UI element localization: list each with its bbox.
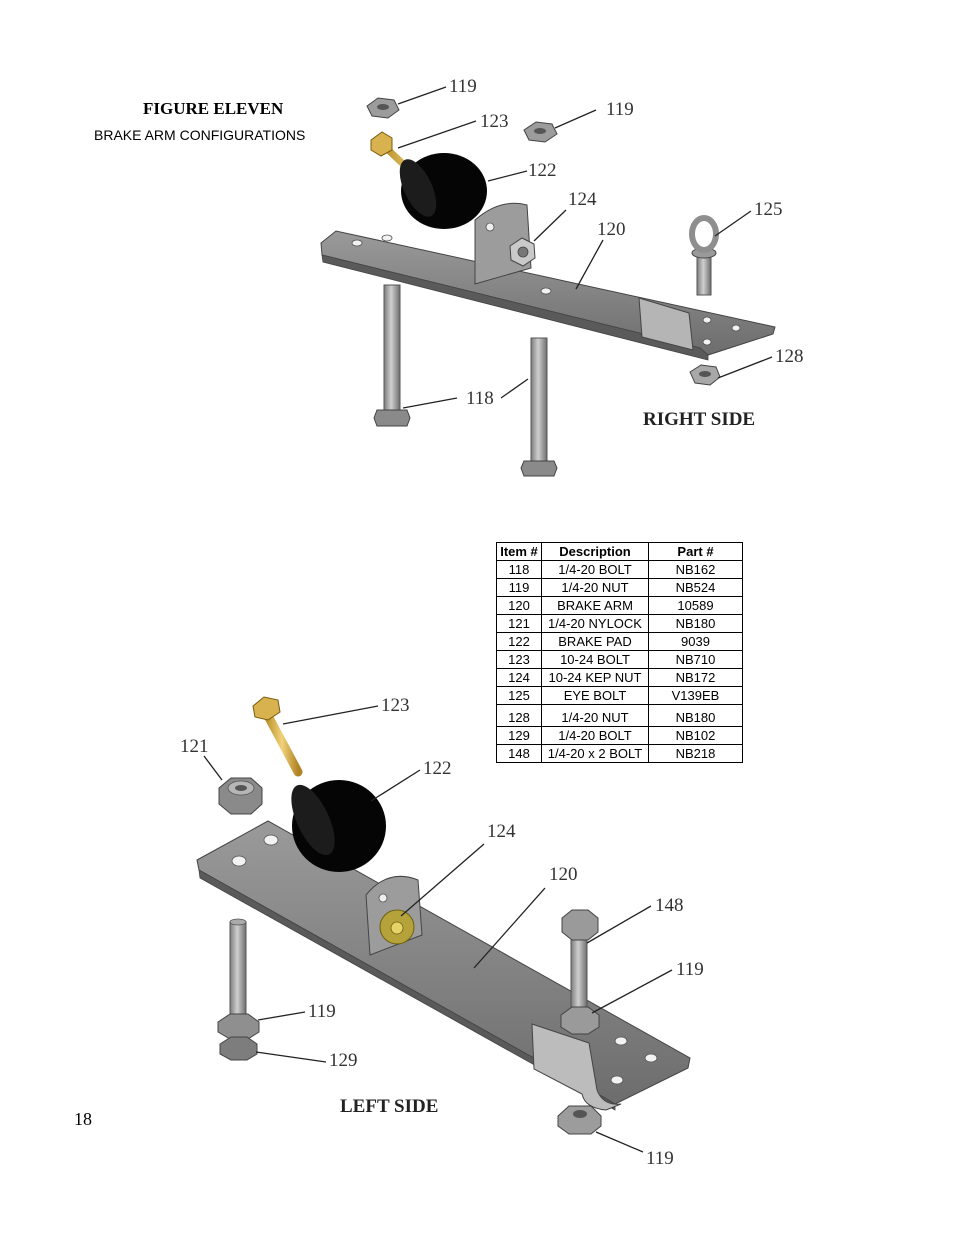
cell-item: 120 [496, 596, 542, 615]
callout-128: 128 [775, 346, 804, 367]
cell-item: 129 [496, 726, 542, 745]
cell-part: V139EB [648, 686, 743, 705]
cell-part: NB180 [648, 614, 743, 633]
cell-part: 9039 [648, 632, 743, 651]
callout-120-right: 120 [597, 219, 626, 240]
table-row: 128 1/4-20 NUT NB180 [496, 704, 743, 727]
cell-description: 1/4-20 BOLT [541, 560, 649, 579]
cell-description: 1/4-20 NYLOCK [541, 614, 649, 633]
cell-item: 124 [496, 668, 542, 687]
callout-119-left-b: 119 [308, 1001, 336, 1022]
cell-description: 1/4-20 x 2 BOLT [541, 744, 649, 763]
cell-description: BRAKE ARM [541, 596, 649, 615]
cell-item: 148 [496, 744, 542, 763]
cell-item: 119 [496, 578, 542, 597]
cell-description: 1/4-20 BOLT [541, 726, 649, 745]
callout-123-left: 123 [381, 695, 410, 716]
parts-table-header: Item # Description Part # [496, 542, 743, 561]
cell-part: NB524 [648, 578, 743, 597]
figure-title: FIGURE ELEVEN [143, 99, 284, 118]
cell-item: 121 [496, 614, 542, 633]
cell-part: 10589 [648, 596, 743, 615]
callout-124-right: 124 [568, 189, 597, 210]
table-row: 123 10-24 BOLT NB710 [496, 650, 743, 669]
callout-119-right-b: 119 [606, 99, 634, 120]
page-number: 18 [74, 1109, 92, 1129]
right-leader-lines [397, 86, 773, 409]
table-row: 125 EYE BOLT V139EB [496, 686, 743, 705]
cell-description: 10-24 BOLT [541, 650, 649, 669]
bolt-123-left [252, 696, 303, 777]
callout-148: 148 [655, 895, 684, 916]
nut-128 [689, 364, 721, 386]
callout-123-right: 123 [480, 111, 509, 132]
callout-119-left-c: 119 [646, 1148, 674, 1169]
cell-item: 125 [496, 686, 542, 705]
bolt-129 [217, 918, 260, 1061]
cell-item: 128 [496, 704, 542, 727]
bolt-148 [560, 909, 600, 1035]
callout-125: 125 [754, 199, 783, 220]
cell-item: 122 [496, 632, 542, 651]
table-row: 129 1/4-20 BOLT NB102 [496, 726, 743, 745]
cell-description: 10-24 KEP NUT [541, 668, 649, 687]
callout-122-left: 122 [423, 758, 452, 779]
callout-129: 129 [329, 1050, 358, 1071]
bolt-118-left [373, 284, 411, 427]
cell-part: NB710 [648, 650, 743, 669]
table-row: 124 10-24 KEP NUT NB172 [496, 668, 743, 687]
header-description: Description [541, 542, 649, 561]
nut-119-bottom [557, 1105, 602, 1135]
callout-119-right-a: 119 [449, 76, 477, 97]
callout-118: 118 [466, 388, 494, 409]
bracket-124 [474, 202, 536, 285]
table-row: 148 1/4-20 x 2 BOLT NB218 [496, 744, 743, 763]
nylock-121 [218, 777, 263, 815]
parts-table: Item # Description Part # 118 1/4-20 BOL… [496, 542, 743, 763]
brake-pad-122-left [291, 780, 386, 872]
header-item: Item # [496, 542, 542, 561]
table-row: 120 BRAKE ARM 10589 [496, 596, 743, 615]
cell-part: NB102 [648, 726, 743, 745]
table-row: 121 1/4-20 NYLOCK NB180 [496, 614, 743, 633]
eye-bolt-125 [689, 215, 719, 296]
callout-121: 121 [180, 736, 209, 757]
cell-item: 123 [496, 650, 542, 669]
cell-part: NB172 [648, 668, 743, 687]
brake-arm-120 [320, 230, 776, 361]
cell-description: 1/4-20 NUT [541, 704, 649, 727]
callout-124-left: 124 [487, 821, 516, 842]
cell-item: 118 [496, 560, 542, 579]
bracket-124-left [365, 875, 423, 956]
left-side-assembly: 123 121 122 124 120 148 119 119 129 119 … [180, 695, 704, 1169]
cell-description: BRAKE PAD [541, 632, 649, 651]
right-side-label: RIGHT SIDE [643, 409, 755, 430]
bolt-118-right [520, 337, 558, 477]
nut-119-right-b [523, 121, 558, 143]
left-side-label: LEFT SIDE [340, 1096, 438, 1117]
brake-pad-122-right [399, 153, 487, 229]
left-leader-lines [203, 705, 673, 1153]
cell-description: EYE BOLT [541, 686, 649, 705]
callout-119-left-a: 119 [676, 959, 704, 980]
right-side-assembly: 119 119 123 122 124 120 125 128 118 RIGH… [320, 76, 804, 477]
cell-part: NB218 [648, 744, 743, 763]
callout-122-right: 122 [528, 160, 557, 181]
table-row: 118 1/4-20 BOLT NB162 [496, 560, 743, 579]
table-row: 122 BRAKE PAD 9039 [496, 632, 743, 651]
header-part: Part # [648, 542, 743, 561]
callout-120-left: 120 [549, 864, 578, 885]
figure-subtitle: BRAKE ARM CONFIGURATIONS [94, 127, 306, 143]
cell-description: 1/4-20 NUT [541, 578, 649, 597]
table-row: 119 1/4-20 NUT NB524 [496, 578, 743, 597]
cell-part: NB162 [648, 560, 743, 579]
brake-arm-120-left [196, 820, 691, 1111]
nut-119-right-a [366, 97, 400, 119]
cell-part: NB180 [648, 704, 743, 727]
